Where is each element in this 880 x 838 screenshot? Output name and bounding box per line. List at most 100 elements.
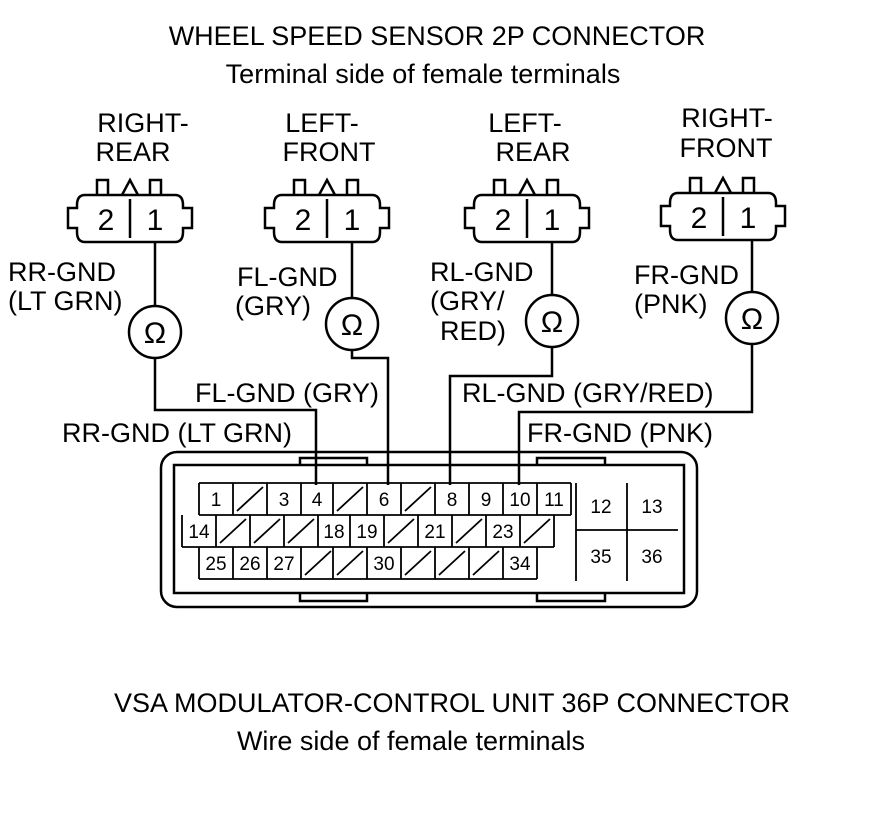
pin-12: 12 (590, 497, 611, 518)
ohm-symbol: Ω (541, 306, 563, 339)
pin-block-right: 12 13 35 36 (575, 483, 678, 581)
connector-housing (463, 193, 591, 244)
pin-3: 3 (279, 490, 290, 511)
connector-latch (688, 175, 756, 194)
wire-label-rr-gnd: RR-GND (LT GRN) (62, 418, 292, 448)
sensor-right-front: RIGHT- FRONT 2 1 FR-GND (PNK) Ω (634, 103, 787, 346)
sensor-name-line1: LEFT- (488, 108, 562, 138)
sensor-name-line2: REAR (95, 137, 170, 167)
connector-outer-housing (159, 450, 699, 609)
wire-label-line1: RR-GND (8, 257, 116, 287)
wire-fr-gnd (517, 241, 754, 485)
pin-row-1: 1 3 4 6 8 9 10 11 (198, 482, 572, 516)
connector-bottom-tabs (298, 593, 607, 603)
wires (153, 241, 754, 485)
connector-top-tabs (298, 456, 607, 465)
diagram-subtitle: Terminal side of female terminals (226, 59, 621, 89)
connector-latch (95, 177, 163, 196)
sensor-name-line2: REAR (495, 137, 570, 167)
wire-rl-gnd (448, 243, 554, 485)
pin-9: 9 (481, 490, 492, 511)
connector-latch (292, 177, 360, 196)
sensor-left-front: LEFT- FRONT 2 1 FL-GND (GRY) Ω (235, 108, 391, 352)
pin-1: 1 (344, 204, 361, 237)
sensor-connector: 2 1 (659, 175, 787, 242)
vsa-36p-connector: 1 3 4 6 8 9 10 11 14 18 19 21 23 25 26 2… (159, 450, 699, 609)
ohmmeter: Ω (724, 290, 780, 346)
connector-housing (263, 193, 391, 244)
sensor-connector: 2 1 (263, 177, 391, 244)
pin-27: 27 (273, 554, 294, 575)
wire-label-line1: FR-GND (634, 260, 739, 290)
pin-25: 25 (205, 554, 226, 575)
ohm-symbol: Ω (341, 309, 363, 342)
pin-11: 11 (544, 490, 564, 511)
connector-housing (659, 191, 787, 242)
pin-36: 36 (641, 547, 662, 568)
pin-2: 2 (495, 204, 512, 237)
pin-1: 1 (211, 490, 222, 511)
pin-30: 30 (373, 554, 394, 575)
row-2-empty-slashes (219, 518, 551, 544)
wire-label-line2: (GRY) (235, 291, 311, 321)
ohmmeter: Ω (324, 296, 380, 352)
ohmmeter: Ω (524, 293, 580, 349)
connector-title: VSA MODULATOR-CONTROL UNIT 36P CONNECTOR (114, 688, 790, 718)
pin-13: 13 (641, 497, 662, 518)
wire-label-rl-gnd: RL-GND (GRY/RED) (462, 378, 714, 408)
connector-inner-frame (172, 463, 686, 595)
pin-35: 35 (590, 547, 611, 568)
pin-8: 8 (447, 490, 458, 511)
ohm-symbol: Ω (144, 317, 166, 350)
connector-latch (492, 177, 560, 196)
wire-label-line3: RED) (440, 316, 506, 346)
pin-19: 19 (356, 522, 377, 543)
pin-4: 4 (312, 490, 323, 511)
pin-26: 26 (239, 554, 260, 575)
ohm-symbol: Ω (741, 303, 763, 336)
pin-21: 21 (424, 522, 445, 543)
pin-1: 1 (147, 204, 164, 237)
sensor-name-line1: RIGHT- (97, 108, 189, 138)
pin-row-2: 14 18 19 21 23 (181, 515, 555, 548)
wire-label-fl-gnd: FL-GND (GRY) (195, 378, 379, 408)
sensor-connector: 2 1 (66, 177, 194, 244)
pin-23: 23 (492, 522, 513, 543)
connector-housing (66, 193, 194, 244)
right-block-grid (575, 483, 678, 581)
pin-2: 2 (98, 204, 115, 237)
pin-10: 10 (509, 490, 530, 511)
ohmmeter: Ω (127, 304, 183, 360)
wire-label-line2: (LT GRN) (8, 286, 123, 316)
pin-14: 14 (188, 522, 210, 543)
sensor-right-rear: RIGHT- REAR 2 1 RR-GND (LT GRN) Ω (8, 108, 194, 360)
row-3-grid (198, 547, 538, 580)
pin-6: 6 (379, 490, 390, 511)
pin-row-3: 25 26 27 30 34 (198, 547, 538, 580)
sensor-name-line2: FRONT (283, 137, 376, 167)
wire-rr-gnd (153, 243, 318, 485)
pin-2: 2 (295, 204, 312, 237)
row-1-empty-slashes (236, 486, 432, 512)
wire-fl-gnd (350, 243, 390, 485)
pin-2: 2 (691, 202, 708, 235)
pin-1: 1 (544, 204, 561, 237)
connector-subtitle: Wire side of female terminals (237, 726, 585, 756)
wire-label-line2: (PNK) (634, 289, 708, 319)
wire-label-line1: RL-GND (430, 257, 534, 287)
row-2-grid (181, 515, 555, 548)
sensor-name-line1: LEFT- (285, 108, 359, 138)
sensor-left-rear: LEFT- REAR 2 1 RL-GND (GRY/ RED) Ω (430, 108, 591, 349)
pin-1: 1 (740, 202, 757, 235)
pin-34: 34 (509, 554, 531, 575)
wire-label-line2: (GRY/ (430, 286, 505, 316)
diagram-title: WHEEL SPEED SENSOR 2P CONNECTOR (169, 21, 706, 51)
sensor-connector: 2 1 (463, 177, 591, 244)
sensor-name-line1: RIGHT- (681, 103, 773, 133)
wire-label-line1: FL-GND (237, 262, 338, 292)
sensor-name-line2: FRONT (680, 133, 773, 163)
row-3-empty-slashes (304, 550, 500, 576)
pin-18: 18 (323, 522, 344, 543)
